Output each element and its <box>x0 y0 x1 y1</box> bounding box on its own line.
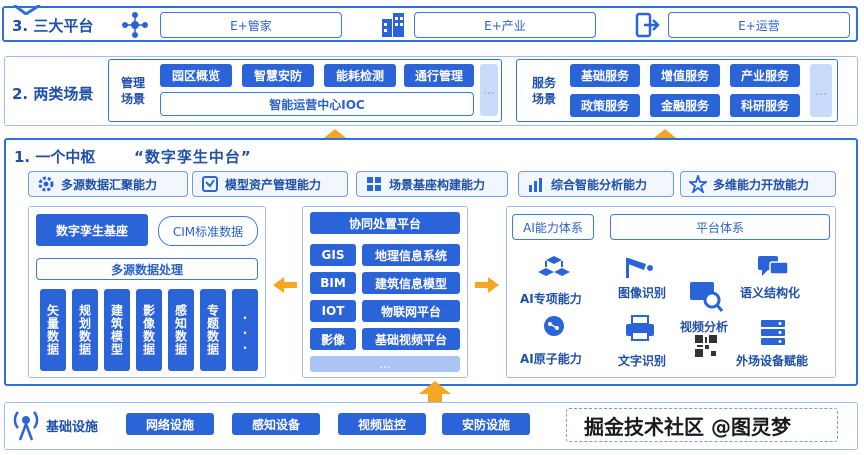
infra-dashed-box <box>566 408 838 442</box>
svc-btn-research[interactable]: 科研服务 <box>730 94 800 117</box>
signal-tower-icon <box>12 408 40 442</box>
ai-atomic-capability: AI原子能力 <box>520 352 582 366</box>
ai-system-label[interactable]: AI能力体系 <box>512 214 594 240</box>
grid-icon <box>367 177 381 191</box>
svc-btn-finance[interactable]: 金融服务 <box>650 94 720 117</box>
cap-label: 多源数据汇聚能力 <box>61 177 158 192</box>
server-icon <box>758 318 788 348</box>
collab-name-bim[interactable]: 建筑信息模型 <box>362 272 460 294</box>
platforms-title: 3. 三大平台 <box>12 17 94 35</box>
svc-btn-policy[interactable]: 政策服务 <box>570 94 640 117</box>
cubes-icon <box>538 254 570 284</box>
scenarios-title: 2. 两类场景 <box>12 85 94 103</box>
col-more[interactable]: ... <box>232 289 258 371</box>
video-analysis: 视频分析 <box>680 320 729 334</box>
brain-icon <box>540 314 568 340</box>
exit-arrow-icon <box>634 11 660 39</box>
svc-btn-basic[interactable]: 基础服务 <box>570 64 640 87</box>
cap-label: 场景基座构建能力 <box>389 177 486 192</box>
collab-more[interactable]: ... <box>310 356 460 372</box>
ioc-center[interactable]: 智能运营中心IOC <box>160 92 474 116</box>
mgmt-btn-energy-detection[interactable]: 能耗检测 <box>324 64 396 87</box>
col-vector-data[interactable]: 矢量数据 <box>40 289 66 371</box>
infrastructure-label: 基础设施 <box>46 420 99 435</box>
left-arrow <box>272 276 298 294</box>
collab-name-video[interactable]: 基础视频平台 <box>362 328 460 350</box>
svc-more[interactable]: ... <box>810 64 832 117</box>
twin-base-title[interactable]: 数字孪生基座 <box>36 214 148 246</box>
cap-label: 综合智能分析能力 <box>551 177 648 192</box>
collab-title[interactable]: 协同处置平台 <box>310 212 460 234</box>
col-image-data[interactable]: 影像数据 <box>136 289 162 371</box>
up-arrow-bottom <box>418 380 452 406</box>
cim-standard-data[interactable]: CIM标准数据 <box>158 216 258 246</box>
mgmt-btn-access-management[interactable]: 通行管理 <box>404 64 474 87</box>
model-doc-icon <box>202 176 218 192</box>
semantic-structuring: 语义结构化 <box>740 286 801 300</box>
cap-label: 模型资产管理能力 <box>225 177 322 192</box>
infra-sensing[interactable]: 感知设备 <box>232 413 320 435</box>
infra-video-monitor[interactable]: 视频监控 <box>338 413 426 435</box>
field-device-empowerment: 外场设备赋能 <box>736 354 809 368</box>
col-sensing-data[interactable]: 感知数据 <box>168 289 194 371</box>
camera-icon <box>624 254 656 280</box>
svc-btn-industry[interactable]: 产业服务 <box>730 64 800 87</box>
service-scenario-label: 服务 场景 <box>531 76 556 106</box>
collab-name-iot[interactable]: 物联网平台 <box>362 300 460 322</box>
platform-system-label[interactable]: 平台体系 <box>610 214 830 240</box>
qr-code-icon <box>694 334 718 358</box>
text-recognition: 文字识别 <box>618 354 667 368</box>
collab-tag-bim[interactable]: BIM <box>310 272 356 294</box>
col-topic-data[interactable]: 专题数据 <box>200 289 226 371</box>
video-search-icon <box>688 278 724 314</box>
cap-data-aggregation[interactable]: 多源数据汇聚能力 <box>28 171 188 197</box>
svc-btn-value-added[interactable]: 增值服务 <box>650 64 720 87</box>
right-arrow <box>474 276 500 294</box>
ai-special-capability: AI专项能力 <box>520 292 582 306</box>
collab-tag-gis[interactable]: GIS <box>310 244 356 266</box>
mgmt-btn-smart-security[interactable]: 智慧安防 <box>242 64 314 87</box>
bar-chart-icon <box>529 178 542 192</box>
multi-source-processing[interactable]: 多源数据处理 <box>36 258 258 280</box>
cap-label: 多维能力开放能力 <box>713 177 810 192</box>
cap-intelligent-analysis[interactable]: 综合智能分析能力 <box>518 171 674 197</box>
network-icon <box>122 12 148 38</box>
platform-operation[interactable]: E+运营 <box>668 12 850 38</box>
star-icon <box>689 175 707 193</box>
watermark: 掘金技术社区 @图灵梦 <box>584 415 791 439</box>
col-planning-data[interactable]: 规划数据 <box>72 289 98 371</box>
mgmt-more[interactable]: ... <box>480 64 498 116</box>
hub-title: 1. 一个中枢 <box>14 148 96 166</box>
management-scenario-label: 管理 场景 <box>120 76 145 106</box>
mgmt-btn-park-overview[interactable]: 园区概览 <box>160 64 232 87</box>
infra-network[interactable]: 网络设施 <box>126 413 214 435</box>
image-recognition: 图像识别 <box>618 286 667 300</box>
cap-open[interactable]: 多维能力开放能力 <box>680 171 836 197</box>
chat-bubbles-icon <box>756 254 790 280</box>
collab-tag-iot[interactable]: IOT <box>310 300 356 322</box>
hub-subtitle: “数字孪生中台” <box>134 148 252 166</box>
cap-scene-base[interactable]: 场景基座构建能力 <box>356 171 508 197</box>
collab-tag-video[interactable]: 影像 <box>310 328 356 350</box>
gear-icon <box>38 176 54 192</box>
platform-industry[interactable]: E+产业 <box>414 12 596 38</box>
printer-icon <box>624 314 656 342</box>
col-building-model[interactable]: 建筑模型 <box>104 289 130 371</box>
building-icon <box>380 11 406 39</box>
cap-model-asset[interactable]: 模型资产管理能力 <box>192 171 348 197</box>
platform-housekeeper[interactable]: E+管家 <box>160 12 342 38</box>
collab-name-gis[interactable]: 地理信息系统 <box>362 244 460 266</box>
corner-check-icon <box>12 0 42 16</box>
infra-security[interactable]: 安防设施 <box>442 413 530 435</box>
